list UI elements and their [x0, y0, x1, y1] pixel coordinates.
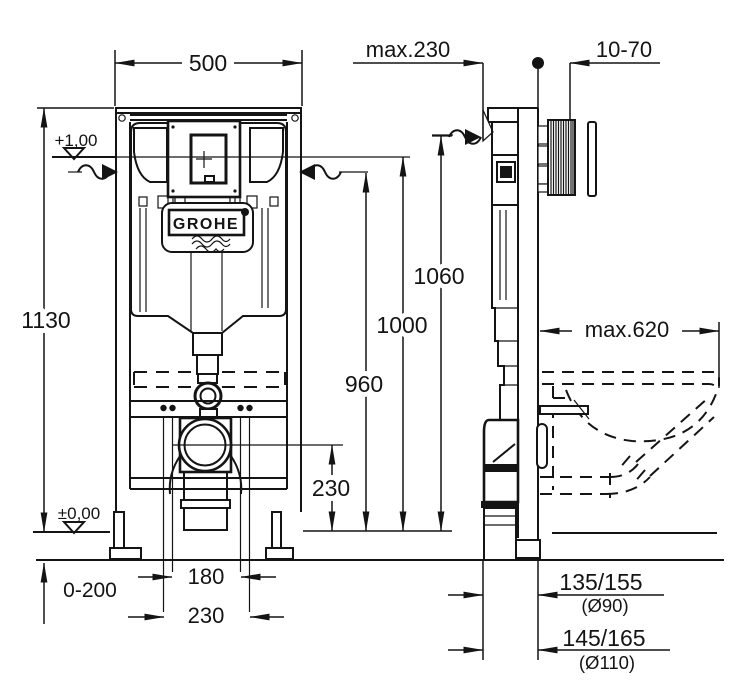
wall-level-arrow-left	[68, 164, 118, 180]
dim-width-label: 500	[189, 50, 227, 76]
dim-outlet-height: 230	[307, 444, 355, 532]
lower-mounting-rail	[130, 477, 287, 490]
dim-outlet-height-label: 230	[312, 475, 350, 501]
dim-foot-adjust: 0-200	[40, 562, 117, 624]
level-marker-upper: +1,00	[52, 131, 116, 161]
flush-valve-and-pipe	[192, 332, 223, 419]
dim-1000-label: 1000	[376, 312, 427, 338]
grohe-logo-panel: GROHE	[161, 202, 254, 253]
dim-230-bottom-label: 230	[188, 603, 225, 628]
dim-depth-max-label: max.230	[366, 37, 450, 62]
dim-plate-adjust: 10-70	[569, 37, 660, 120]
dim-960-label: 960	[345, 371, 383, 397]
dim-frame-width: 500	[114, 50, 303, 106]
dim-1060-label: 1060	[413, 263, 464, 289]
wc-fixing-studs	[160, 404, 253, 612]
wall-level-arrow-right	[299, 164, 368, 180]
dim-depth-max: max.230	[353, 37, 484, 140]
flush-plate-side	[587, 121, 597, 197]
dim-outlet-90-label: 135/155	[559, 569, 642, 595]
dim-outlet-distances: 135/155 (Ø90) 145/165 (Ø110)	[448, 560, 670, 673]
dim-height-label: 1130	[21, 307, 70, 333]
dim-foot-adjust-label: 0-200	[63, 579, 117, 602]
dim-outlet-110-label: 145/165	[562, 625, 645, 651]
dim-outlet-90-pipe-label: (Ø90)	[581, 595, 628, 616]
dim-bowl-max-label: max.620	[585, 317, 669, 342]
dim-outlet-110-pipe-label: (Ø110)	[579, 652, 635, 673]
wall-reference-dot	[532, 57, 544, 108]
outlet-bend	[168, 416, 243, 531]
level-marker-floor: ±0,00	[33, 504, 110, 535]
threaded-flush-sleeve	[537, 119, 597, 197]
dim-stud-spacings: 180 230	[128, 564, 284, 628]
brand-logo-text: GROHE	[173, 216, 239, 233]
flush-plate-housing	[166, 119, 242, 199]
registered-mark-dot	[241, 208, 249, 216]
dim-plate-adjust-label: 10-70	[596, 37, 652, 62]
wc-fixing-stud-side	[539, 399, 590, 420]
dim-heights-group: 960 1000 1060	[303, 134, 470, 532]
toilet-bowl-dashed	[540, 371, 720, 498]
wall-level-arrow-side	[432, 129, 482, 145]
level-upper-label: +1,00	[54, 131, 97, 150]
dim-frame-height: 1130	[16, 107, 114, 533]
dim-180-label: 180	[188, 564, 225, 589]
level-floor-label: ±0,00	[58, 504, 100, 523]
dim-bowl-max: max.620	[539, 312, 720, 388]
side-view-frame	[481, 107, 548, 561]
